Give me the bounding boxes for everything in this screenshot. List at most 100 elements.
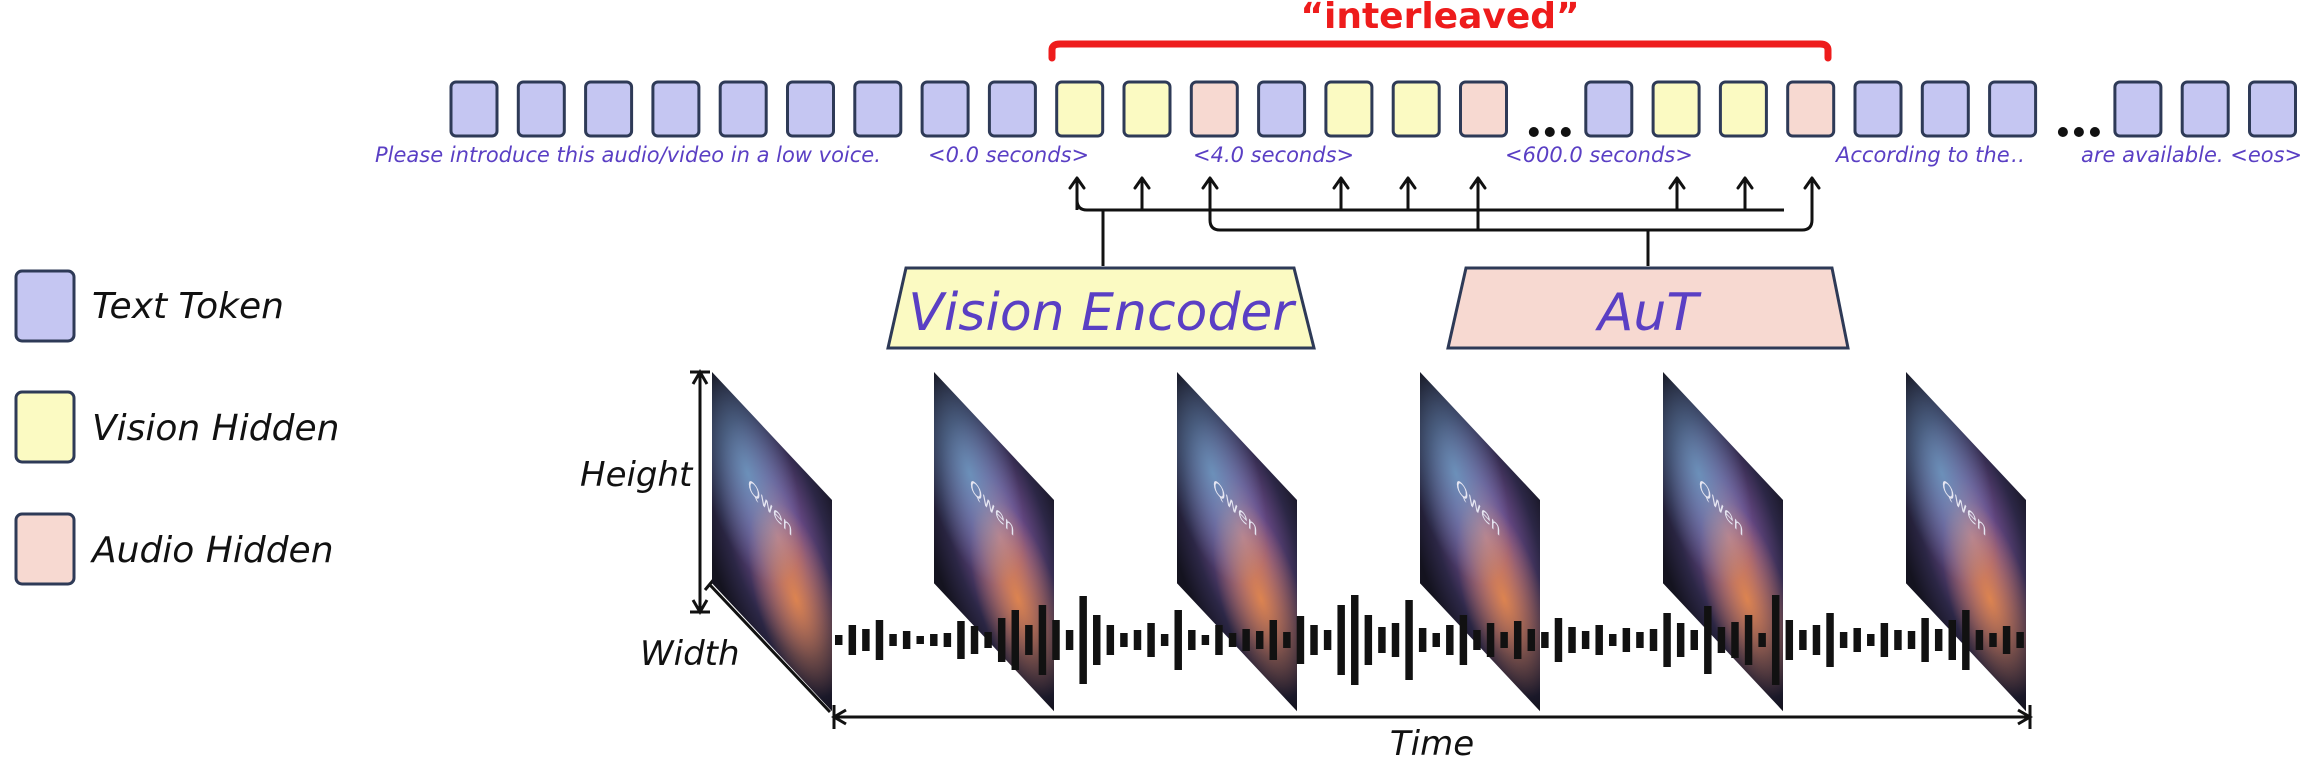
waveform-bar (1717, 627, 1726, 653)
waveform-bar (1541, 632, 1549, 648)
waveform-bar (1486, 623, 1495, 657)
waveform-bar (1527, 629, 1536, 651)
legend-swatch-audio (14, 512, 76, 586)
video-frame: Qwen (1663, 372, 1783, 712)
text-token (1853, 80, 1903, 138)
vision-hidden-token (1055, 80, 1105, 138)
waveform-bar (1283, 632, 1291, 648)
waveform-bar (1215, 625, 1223, 655)
waveform-bar (1622, 628, 1631, 652)
axis-lines (690, 369, 2033, 729)
waveform-bar (1934, 629, 1943, 651)
text-token (2180, 80, 2230, 138)
waveform-bar (1785, 620, 1794, 660)
waveform-bar (1160, 634, 1169, 646)
legend: Text Token Vision Hidden Audio Hidden (14, 269, 339, 586)
waveform-bar (848, 625, 857, 655)
waveform-bar (1133, 630, 1142, 650)
waveform-bar (1513, 621, 1522, 659)
audio-encoder-label: AuT (1595, 283, 1703, 343)
text-token (1257, 80, 1307, 138)
waveform-bar (1975, 630, 1984, 650)
waveform-bar (1839, 632, 1848, 648)
waveform-bar (1948, 620, 1956, 660)
video-frame: Qwen (1906, 372, 2026, 712)
vision-hidden-token (1718, 80, 1768, 138)
waveform-bar (1826, 613, 1834, 667)
vision-hidden-token (1122, 80, 1172, 138)
audio-waveform (835, 595, 2024, 685)
waveform-bar (889, 634, 897, 646)
encoder-connectors (1075, 180, 1814, 266)
audio-hidden-token (1189, 80, 1239, 138)
waveform-bar (1378, 627, 1386, 653)
waveform-bar (1771, 595, 1780, 685)
waveform-bar (1799, 630, 1807, 650)
waveform-bar (930, 634, 938, 646)
text-token (2113, 80, 2163, 138)
timestamp-600-label: <600.0 seconds> (1505, 143, 1693, 167)
waveform-bar (1446, 625, 1454, 655)
token-ellipsis (2057, 127, 2100, 137)
waveform-bar (997, 618, 1006, 662)
waveform-bar (1473, 630, 1481, 650)
text-token (1988, 80, 2038, 138)
waveform-bar (862, 629, 870, 651)
text-token (920, 80, 970, 138)
timestamp-0-label: <0.0 seconds> (928, 143, 1089, 167)
waveform-bar (957, 621, 965, 659)
waveform-bar (1093, 615, 1101, 665)
waveform-bar (1432, 633, 1440, 647)
waveform-bar (1079, 596, 1087, 684)
waveform-bar (1636, 632, 1644, 648)
waveform-bar (1405, 600, 1413, 680)
text-token (449, 80, 499, 138)
interleaved-title: “interleaved” (1300, 0, 1579, 37)
waveform-bar (1758, 633, 1766, 647)
waveform-bar (1663, 613, 1671, 667)
waveform-bar (1296, 616, 1305, 664)
waveform-bar (1228, 633, 1237, 647)
waveform-bar (835, 635, 843, 645)
text-token (1584, 80, 1634, 138)
text-token (853, 80, 903, 138)
waveform-bar (1853, 628, 1861, 652)
waveform-bar (1595, 625, 1603, 655)
waveform-bar (1704, 606, 1712, 674)
waveform-bar (1921, 618, 1929, 662)
waveform-bar (1581, 631, 1590, 649)
waveform-bar (1744, 615, 1753, 665)
waveform-bar (1255, 631, 1264, 649)
waveform-bar (2016, 632, 2024, 648)
axis-label-time: Time (1390, 724, 1474, 764)
waveform-bar (1731, 622, 1739, 658)
vision-encoder-block: Vision Encoder (886, 266, 1316, 350)
timestamp-4-label: <4.0 seconds> (1193, 143, 1354, 167)
waveform-bar (943, 633, 952, 647)
video-frame: Qwen (1420, 372, 1540, 712)
waveform-bar (1174, 610, 1182, 670)
text-token (987, 80, 1037, 138)
waveform-bar (1609, 634, 1617, 646)
answer-end-label: are available. <eos> (2081, 143, 2302, 167)
waveform-bar (970, 626, 979, 654)
connector-arrowheads (1068, 176, 1821, 190)
waveform-bar (1025, 625, 1033, 655)
waveform-bar (1568, 627, 1576, 653)
text-token (516, 80, 566, 138)
waveform-bar (1459, 615, 1468, 665)
waveform-bar (1323, 630, 1332, 650)
text-token (2248, 80, 2297, 138)
waveform-bar (1147, 623, 1155, 657)
text-token (584, 80, 634, 138)
waveform-bar (1038, 605, 1047, 675)
token-sequence (449, 80, 2297, 138)
video-frame: Qwen (1177, 372, 1297, 712)
waveform-bar (916, 636, 924, 644)
legend-label-vision: Vision Hidden (92, 408, 339, 449)
vision-hidden-token (1324, 80, 1374, 138)
waveform-bar (1065, 630, 1074, 650)
waveform-bar (902, 631, 911, 649)
